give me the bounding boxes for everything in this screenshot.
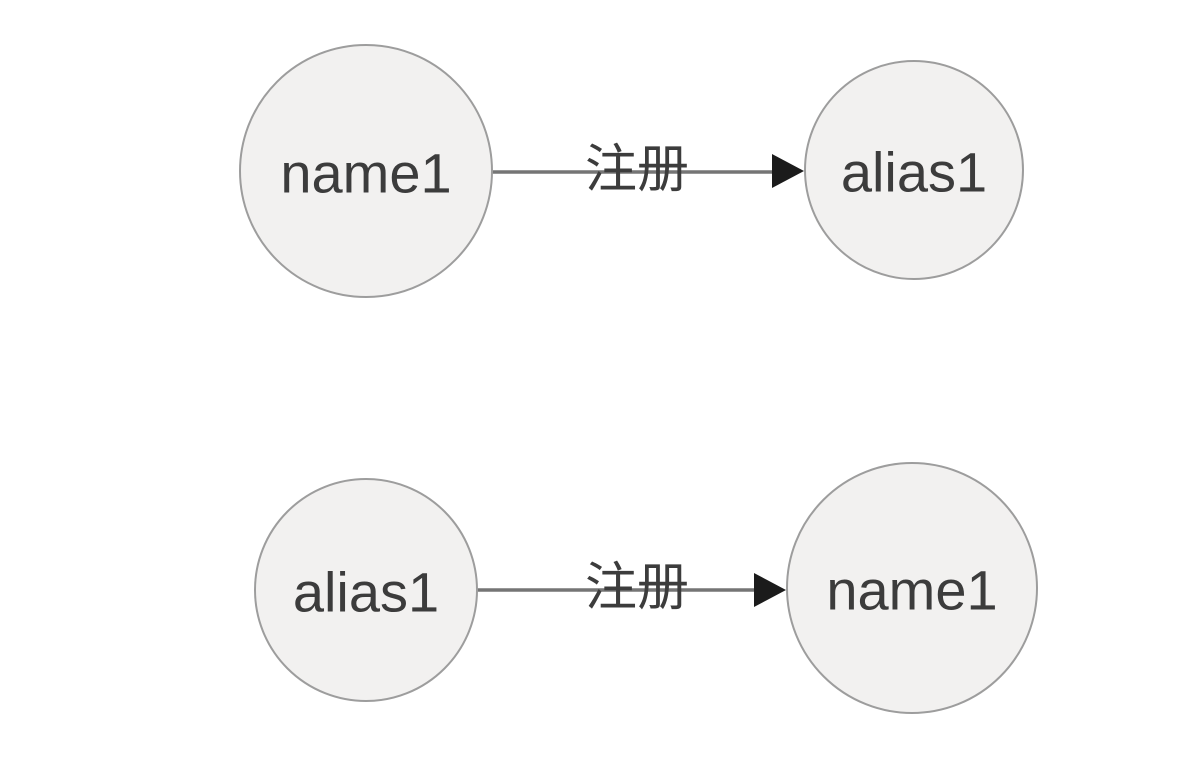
source-node-circle <box>239 44 493 298</box>
source-node-label: alias1 <box>293 561 439 624</box>
edge-label: 注册 <box>585 559 689 617</box>
arrowhead-icon <box>754 573 786 607</box>
source-node-circle <box>254 478 478 702</box>
arrowhead-icon <box>772 154 804 188</box>
source-node-label: name1 <box>280 142 451 205</box>
target-node-label: name1 <box>826 559 997 622</box>
target-node-circle <box>786 462 1038 714</box>
relationship-row-bottom: alias1 name1 注册 <box>254 462 1038 714</box>
target-node-label: alias1 <box>841 141 987 204</box>
relationship-row-top: name1 alias1 注册 <box>239 44 1024 298</box>
edge-label: 注册 <box>585 141 689 199</box>
target-node-circle <box>804 60 1024 280</box>
